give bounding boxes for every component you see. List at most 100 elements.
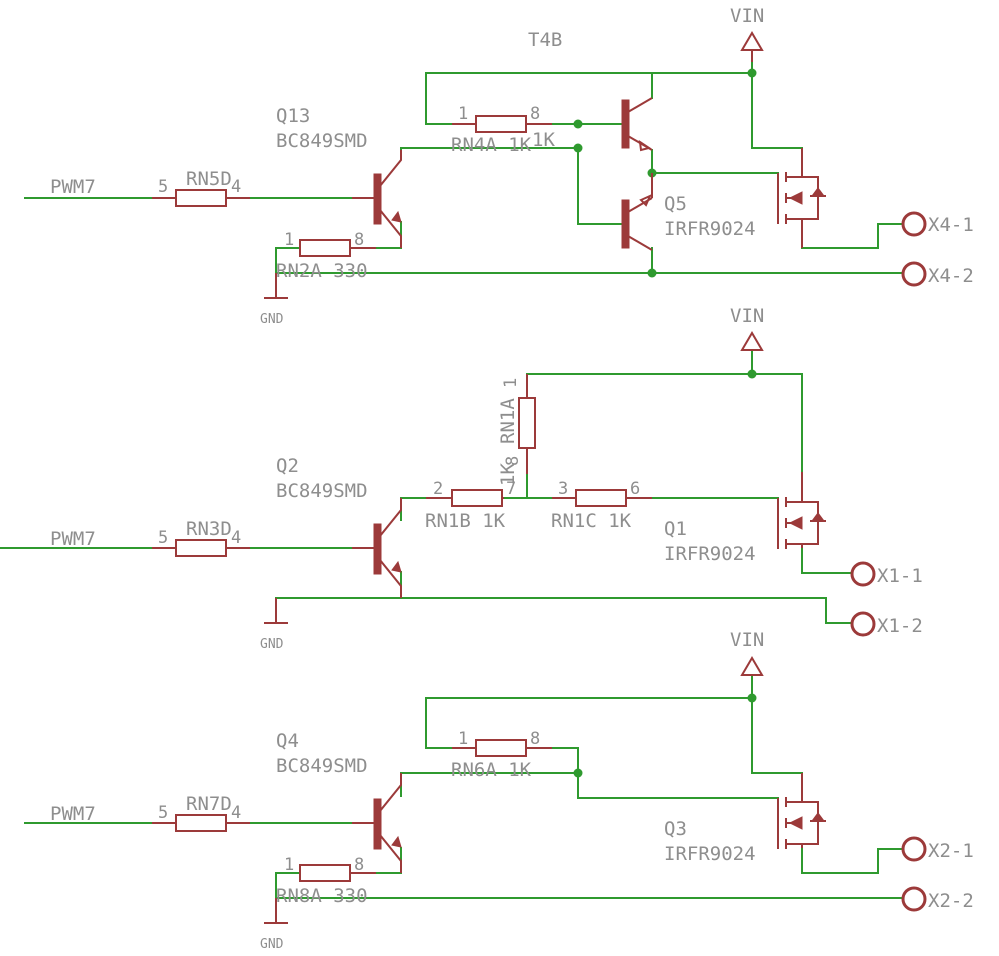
junction bbox=[573, 143, 583, 153]
transistor-q2 bbox=[352, 498, 402, 598]
q5-name: Q5 bbox=[664, 193, 687, 215]
section-x1: VIN Q2 BC849SMD PWM7 5 RN3D 4 2 7 RN1B 1… bbox=[0, 305, 923, 652]
transistor-q4 bbox=[352, 773, 402, 873]
rn4a-label: RN4A 1K bbox=[451, 134, 532, 156]
resistor-rn3d bbox=[152, 539, 250, 557]
rn7d-label: RN7D bbox=[186, 793, 232, 815]
junction bbox=[747, 693, 757, 703]
pad-x2-1 bbox=[901, 836, 927, 862]
rn6a-label: RN6A 1K bbox=[451, 759, 532, 781]
gnd-label: GND bbox=[260, 312, 284, 327]
gnd-symbol bbox=[264, 898, 288, 924]
q3-name: Q3 bbox=[664, 818, 687, 840]
wire-rn2a-right bbox=[375, 221, 402, 249]
pin-number: 1 bbox=[284, 855, 294, 875]
rn1a-label: RN1A bbox=[497, 398, 519, 444]
q1-value: IRFR9024 bbox=[664, 543, 756, 565]
wire-vin-rail-top bbox=[425, 72, 753, 125]
pin-number: 1 bbox=[458, 104, 468, 124]
pad-x1-2 bbox=[850, 611, 876, 637]
pad-x4-2 bbox=[901, 261, 927, 287]
net-pwm7: PWM7 bbox=[50, 176, 96, 198]
q1-name: Q1 bbox=[664, 518, 687, 540]
q2-name: Q2 bbox=[276, 455, 299, 477]
x1-1-label: X1-1 bbox=[877, 565, 923, 587]
pin-number: 6 bbox=[630, 479, 640, 499]
gnd-symbol bbox=[264, 273, 288, 299]
gnd-symbol bbox=[264, 598, 288, 624]
pin-number: 1 bbox=[458, 729, 468, 749]
x1-2-label: X1-2 bbox=[877, 615, 923, 637]
net-pwm7: PWM7 bbox=[50, 803, 96, 825]
wire-rn8a-right bbox=[375, 847, 402, 874]
resistor-rn7d bbox=[152, 814, 250, 832]
junction bbox=[573, 119, 583, 129]
gnd-label: GND bbox=[260, 637, 284, 652]
q4-name: Q4 bbox=[276, 730, 299, 752]
pin-number: 1 bbox=[284, 230, 294, 250]
rn1c-label: RN1C 1K bbox=[551, 510, 632, 532]
rn8a-label: RN8A 330 bbox=[276, 885, 368, 907]
wire-x4-1 bbox=[801, 223, 903, 249]
pin-number: 8 bbox=[354, 230, 364, 250]
junction bbox=[573, 768, 583, 778]
vin-symbol bbox=[740, 31, 764, 62]
pin-number: 4 bbox=[231, 177, 241, 197]
vin-label: VIN bbox=[730, 5, 764, 27]
pin-number: 1 bbox=[501, 378, 521, 388]
rn3d-label: RN3D bbox=[186, 518, 232, 540]
x2-2-label: X2-2 bbox=[928, 890, 974, 912]
pin-number: 5 bbox=[158, 177, 168, 197]
x4-2-label: X4-2 bbox=[928, 265, 974, 287]
section-x2: VIN Q4 BC849SMD PWM7 5 RN7D 4 1 8 RN6A 1… bbox=[24, 629, 974, 952]
rn1a-value: 1K bbox=[497, 463, 519, 486]
rn1b-label: RN1B 1K bbox=[425, 510, 506, 532]
q4-value: BC849SMD bbox=[276, 755, 368, 777]
transistor-t4b-upper bbox=[621, 97, 653, 152]
junction bbox=[747, 369, 757, 379]
pin-number: 4 bbox=[231, 803, 241, 823]
wire-q5-lower-base bbox=[577, 147, 627, 225]
wire-x2-1 bbox=[801, 847, 903, 874]
vin-label: VIN bbox=[730, 629, 764, 651]
wire-vin-mosfet-src bbox=[751, 49, 803, 149]
pad-x1-1 bbox=[850, 561, 876, 587]
vin-symbol bbox=[740, 331, 764, 351]
rn2a-label: RN2A 330 bbox=[276, 260, 368, 282]
overlap-1k: 1K bbox=[532, 129, 555, 151]
wire-q2-collector bbox=[400, 497, 427, 521]
q13-name: Q13 bbox=[276, 105, 310, 127]
pin-number: 8 bbox=[354, 855, 364, 875]
resistor-rn6a bbox=[452, 739, 552, 757]
mosfet-q3 bbox=[777, 773, 826, 849]
pin-number: 4 bbox=[231, 528, 241, 548]
pad-x4-1 bbox=[901, 211, 927, 237]
resistor-rn2a bbox=[299, 239, 376, 257]
pin-number: 8 bbox=[503, 456, 523, 466]
wire-vin-rail-bot bbox=[425, 697, 753, 749]
mosfet-q5 bbox=[777, 148, 826, 248]
gnd-label: GND bbox=[260, 937, 284, 952]
pin-number: 5 bbox=[158, 528, 168, 548]
resistor-rn1c bbox=[552, 489, 652, 507]
pad-x2-2 bbox=[901, 886, 927, 912]
junction bbox=[647, 268, 657, 278]
pin-number: 7 bbox=[506, 479, 516, 499]
resistor-rn8a bbox=[299, 864, 376, 882]
pin-number: 8 bbox=[530, 729, 540, 749]
q5-value: IRFR9024 bbox=[664, 218, 756, 240]
wire-x1-1 bbox=[801, 547, 853, 574]
t4b-label: T4B bbox=[528, 29, 562, 51]
x2-1-label: X2-1 bbox=[928, 840, 974, 862]
resistor-rn5d bbox=[152, 189, 250, 207]
rn5d-label: RN5D bbox=[186, 168, 232, 190]
vin-symbol bbox=[740, 656, 764, 676]
resistor-rn4a bbox=[452, 115, 552, 133]
q2-value: BC849SMD bbox=[276, 480, 368, 502]
pin-number: 5 bbox=[158, 803, 168, 823]
transistor-t4b-lower bbox=[621, 173, 653, 251]
resistor-rn1b bbox=[426, 489, 504, 507]
vin-label: VIN bbox=[730, 305, 764, 327]
wire-t4b-mid-gate bbox=[651, 149, 779, 174]
